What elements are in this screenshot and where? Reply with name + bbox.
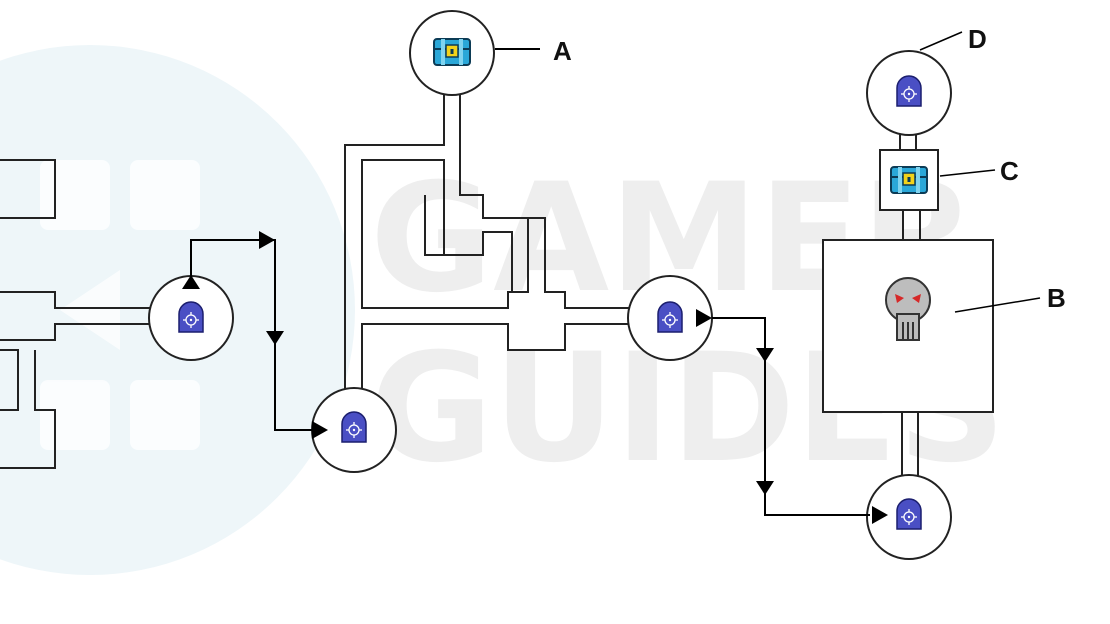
arrow-right-icon xyxy=(312,421,328,439)
label-c: C xyxy=(1000,156,1019,186)
arrow-down-icon xyxy=(756,481,774,495)
treasure-chest-icon xyxy=(890,166,928,194)
arrow-up-icon xyxy=(182,275,200,289)
portal-icon xyxy=(896,498,922,530)
left-partial-rooms xyxy=(0,159,150,469)
central-corridors xyxy=(344,95,630,390)
portal-icon xyxy=(657,301,683,333)
arrow-right-icon xyxy=(872,506,888,524)
arrow-right-icon xyxy=(696,309,712,327)
treasure-chest-icon xyxy=(433,38,471,66)
arrow-right-icon xyxy=(259,231,275,249)
callout-lines xyxy=(495,31,1041,313)
arrow-down-icon xyxy=(266,331,284,345)
arrow-down-icon xyxy=(756,348,774,362)
portal-icon xyxy=(896,75,922,107)
label-b: B xyxy=(1047,283,1066,313)
label-a: A xyxy=(553,36,572,66)
direction-arrows xyxy=(182,231,888,524)
label-d: D xyxy=(968,24,987,54)
skull-boss-icon xyxy=(885,277,931,341)
portal-icon xyxy=(341,411,367,443)
portal-icon xyxy=(178,301,204,333)
